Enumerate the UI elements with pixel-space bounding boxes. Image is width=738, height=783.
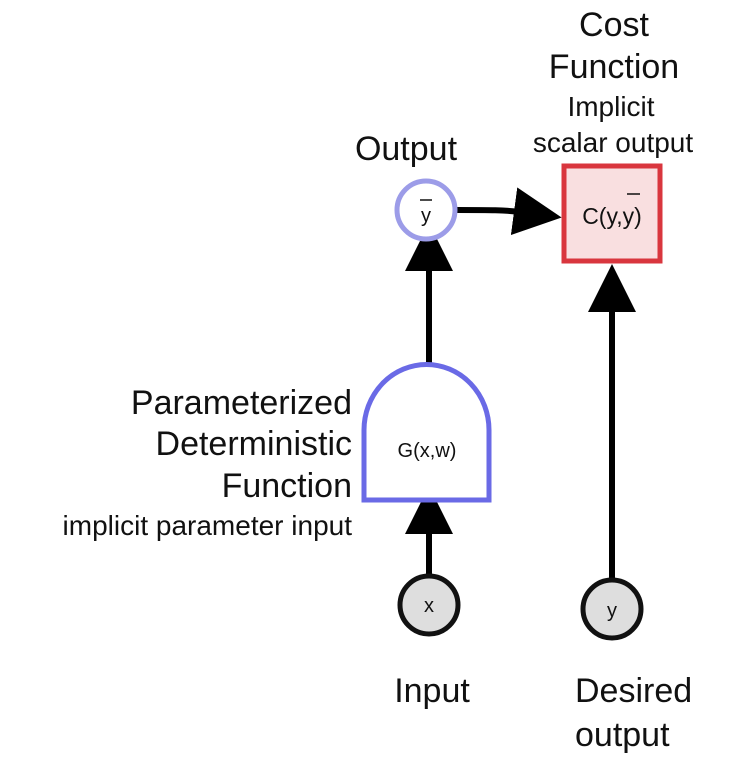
function-node <box>361 362 492 503</box>
output-node <box>394 178 458 242</box>
function-title-line3: Function <box>222 467 352 505</box>
input-node-label: x <box>424 595 434 617</box>
cost-title-line2: Function <box>549 48 679 86</box>
output-label: Output <box>355 130 458 168</box>
function-title-line2: Deterministic <box>156 425 352 463</box>
cost-subtitle-line2: scalar output <box>533 127 694 158</box>
cost-node-label: C(y,y) <box>582 203 642 229</box>
desired-output-node <box>580 577 644 641</box>
desired-output-label-line1: Desired <box>575 672 692 710</box>
function-node-label: G(x,w) <box>398 440 457 462</box>
cost-title-line1: Cost <box>579 6 649 44</box>
input-label: Input <box>394 672 470 710</box>
input-node <box>397 573 461 637</box>
desired-output-node-label: y <box>607 600 617 622</box>
cost-node <box>561 163 663 264</box>
cost-subtitle-line1: Implicit <box>567 91 654 122</box>
function-subtitle: implicit parameter input <box>63 510 353 541</box>
function-title-line1: Parameterized <box>131 384 352 422</box>
desired-output-label-line2: output <box>575 716 670 754</box>
edge-ybar-to-cost <box>456 187 562 235</box>
output-node-label: y <box>421 205 431 227</box>
